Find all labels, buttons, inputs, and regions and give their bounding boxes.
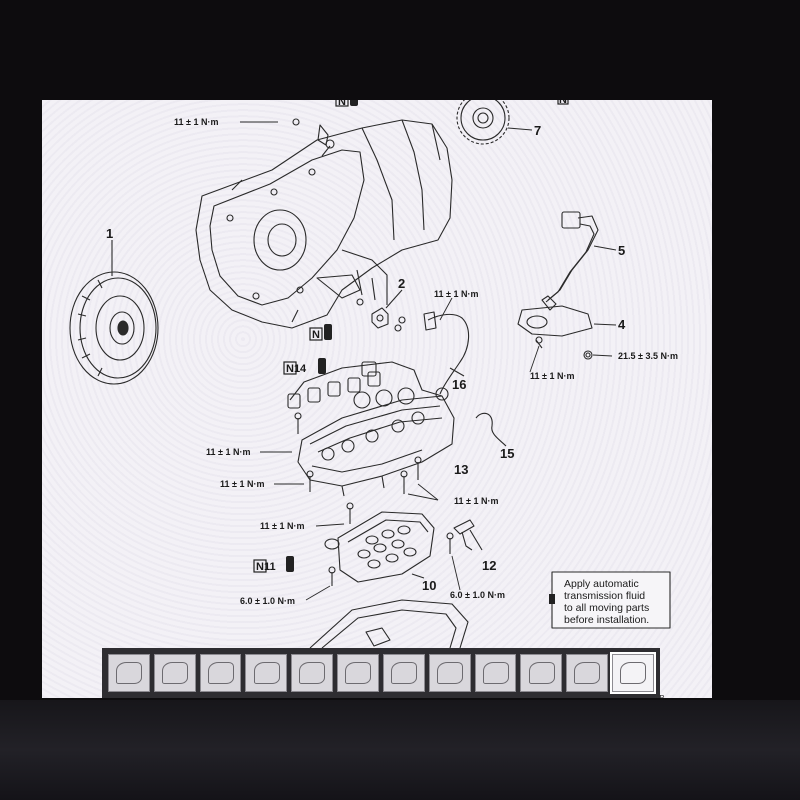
thumbnail-11[interactable] (566, 654, 609, 692)
note-line-2: transmission fluid (564, 590, 645, 602)
thumbnail-5[interactable] (291, 654, 334, 692)
fluid-bottle-icon (286, 556, 294, 572)
valve-body (297, 387, 455, 497)
callout-7: 7 (534, 123, 541, 138)
badge-n-top-right: N (559, 100, 567, 106)
oil-filter (324, 511, 435, 583)
thumbnail-12[interactable] (610, 652, 656, 694)
thumbnail-strip (102, 648, 660, 698)
callout-16: 16 (452, 377, 466, 392)
exploded-diagram: 11 ± 1 N·m 11 ± 1 N·m 11 ± 1 N·m 11 ± 1 … (69, 100, 678, 649)
thumbnail-7[interactable] (382, 654, 425, 692)
snap-ring (475, 412, 507, 447)
thumbnail-9[interactable] (474, 654, 517, 692)
page-code: AB (654, 694, 665, 698)
callout-numbers: 1 2 4 5 7 10 12 13 15 16 (106, 123, 626, 593)
sprocket (456, 100, 510, 145)
torque-labels: 11 ± 1 N·m 11 ± 1 N·m 11 ± 1 N·m 11 ± 1 … (174, 117, 678, 606)
note-line-4: before installation. (564, 614, 649, 626)
torque-valve-left: 11 ± 1 N·m (206, 447, 250, 457)
thumbnail-10[interactable] (520, 654, 563, 692)
torque-top: 11 ± 1 N·m (174, 117, 218, 127)
fluid-note: Apply automatic transmission fluid to al… (564, 578, 649, 626)
thumbnail-2[interactable] (153, 654, 196, 692)
bolts (292, 118, 543, 586)
bracket (453, 519, 475, 551)
desk-glare (0, 700, 800, 800)
torque-converter (69, 271, 159, 385)
torque-nut: 21.5 ± 3.5 N·m (618, 351, 678, 361)
torque-harness: 11 ± 1 N·m (530, 371, 574, 381)
callout-1: 1 (106, 226, 113, 241)
n-badges: N N14 N11 N N (253, 100, 569, 573)
thumbnail-3[interactable] (199, 654, 242, 692)
callout-5: 5 (618, 243, 625, 258)
note-line-1: Apply automatic (564, 578, 639, 590)
torque-bracket: 6.0 ± 1.0 N·m (450, 590, 505, 600)
fluid-bottle-icon (318, 358, 326, 374)
callout-4: 4 (618, 317, 626, 332)
badge-n14: N14 (286, 363, 307, 375)
callout-13: 13 (454, 462, 468, 477)
note-line-3: to all moving parts (564, 602, 649, 614)
callout-15: 15 (500, 446, 514, 461)
leader-lines (240, 121, 540, 601)
badge-n-solenoid: N (312, 329, 320, 341)
oil-pan (309, 599, 469, 649)
thumbnail-6[interactable] (337, 654, 379, 692)
torque-filter: 11 ± 1 N·m (260, 521, 304, 531)
valve-harness (287, 361, 443, 409)
torque-solenoid: 11 ± 1 N·m (434, 289, 478, 299)
torque-pair: 11 ± 1 N·m (454, 496, 498, 506)
badge-n-top: N (338, 100, 346, 108)
note-box (551, 571, 671, 629)
sensor-2 (356, 298, 402, 332)
torque-body-bolt: 11 ± 1 N·m (220, 479, 264, 489)
harness-sensor (517, 211, 599, 360)
callout-12: 12 (482, 558, 496, 573)
fluid-bottle-icon (324, 324, 332, 340)
torque-drain: 6.0 ± 1.0 N·m (240, 596, 295, 606)
transmission-case (195, 119, 453, 329)
thumbnail-1[interactable] (108, 654, 150, 692)
thumbnail-8[interactable] (428, 654, 471, 692)
fluid-bottle-icon (350, 100, 358, 106)
solenoid-16 (423, 311, 470, 401)
callout-10: 10 (422, 578, 436, 593)
thumbnail-4[interactable] (245, 654, 288, 692)
callout-2: 2 (398, 276, 405, 291)
badge-n11: N11 (256, 561, 276, 573)
monitor-screen: 11 ± 1 N·m 11 ± 1 N·m 11 ± 1 N·m 11 ± 1 … (42, 100, 712, 698)
